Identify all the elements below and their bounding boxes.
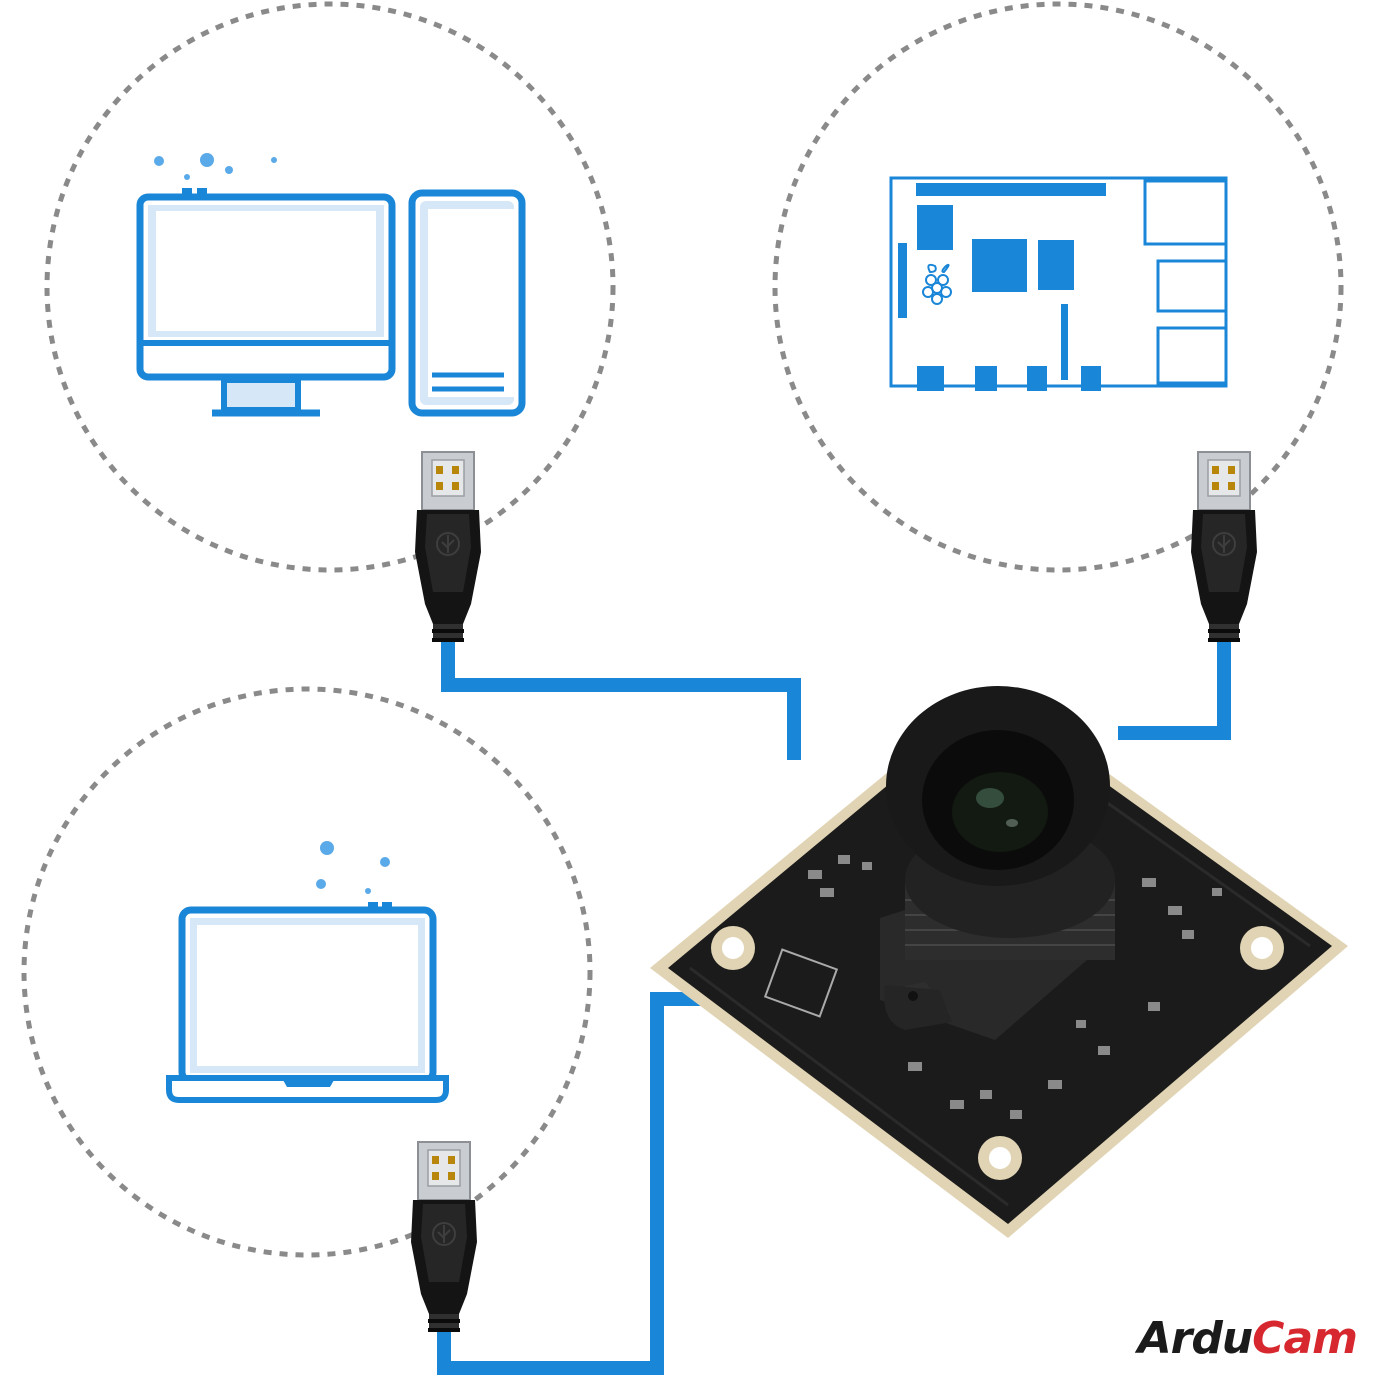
raspberry-pi-zone-circle — [772, 1, 1344, 573]
laptop-icon — [166, 841, 449, 1103]
desktop-computer-icon — [136, 153, 526, 417]
usb-cables — [437, 640, 1231, 1375]
usb-plug-laptop — [410, 1141, 478, 1333]
usb-plug-desktop — [414, 451, 482, 643]
usb-plug-raspberry-pi — [1190, 451, 1258, 643]
brand-text-ardu: Ardu — [1137, 1313, 1254, 1364]
arducam-logo: ArduCam — [1138, 1317, 1358, 1361]
raspberry-pi-board-icon — [889, 176, 1228, 391]
smd-components — [808, 855, 1222, 1119]
brand-text-cam: Cam — [1252, 1313, 1358, 1364]
lens-glass — [952, 772, 1048, 852]
usb-camera-module — [650, 686, 1348, 1238]
mounting-hole — [978, 1136, 1022, 1180]
desktop-zone-circle — [44, 1, 616, 573]
cable-raspberry-pi — [1118, 640, 1231, 740]
laptop-zone-circle — [21, 686, 593, 1258]
mounting-hole — [711, 926, 755, 970]
mounting-hole — [1240, 926, 1284, 970]
cable-desktop — [441, 640, 801, 760]
cable-laptop — [437, 992, 756, 1375]
